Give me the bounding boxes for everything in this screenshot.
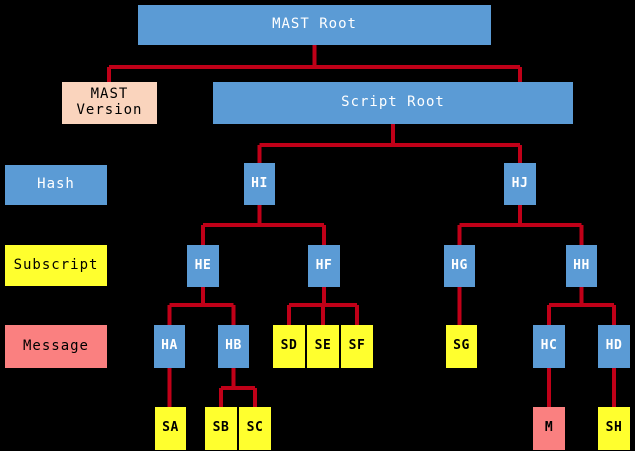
node-sf[interactable]: SF <box>341 325 373 368</box>
node-he[interactable]: HE <box>187 245 219 287</box>
legend-item-message: Message <box>5 325 107 368</box>
node-sg[interactable]: SG <box>446 325 477 368</box>
node-hi[interactable]: HI <box>244 163 275 205</box>
node-sc[interactable]: SC <box>239 407 271 450</box>
node-ha[interactable]: HA <box>154 325 185 368</box>
node-hf[interactable]: HF <box>308 245 340 287</box>
node-mast-root[interactable]: MAST Root <box>138 5 491 45</box>
node-hd[interactable]: HD <box>598 325 630 368</box>
node-hh[interactable]: HH <box>566 245 597 287</box>
node-hb[interactable]: HB <box>218 325 249 368</box>
node-sb[interactable]: SB <box>205 407 237 450</box>
node-script-root[interactable]: Script Root <box>213 82 573 124</box>
node-mast-version[interactable]: MAST Version <box>62 82 157 124</box>
legend-item-subscript: Subscript <box>5 245 107 286</box>
node-sa[interactable]: SA <box>155 407 186 450</box>
node-m[interactable]: M <box>533 407 565 450</box>
node-hj[interactable]: HJ <box>504 163 536 205</box>
node-sd[interactable]: SD <box>273 325 305 368</box>
node-sh[interactable]: SH <box>598 407 630 450</box>
legend-item-hash: Hash <box>5 165 107 205</box>
node-hg[interactable]: HG <box>444 245 475 287</box>
node-se[interactable]: SE <box>307 325 339 368</box>
node-hc[interactable]: HC <box>533 325 565 368</box>
